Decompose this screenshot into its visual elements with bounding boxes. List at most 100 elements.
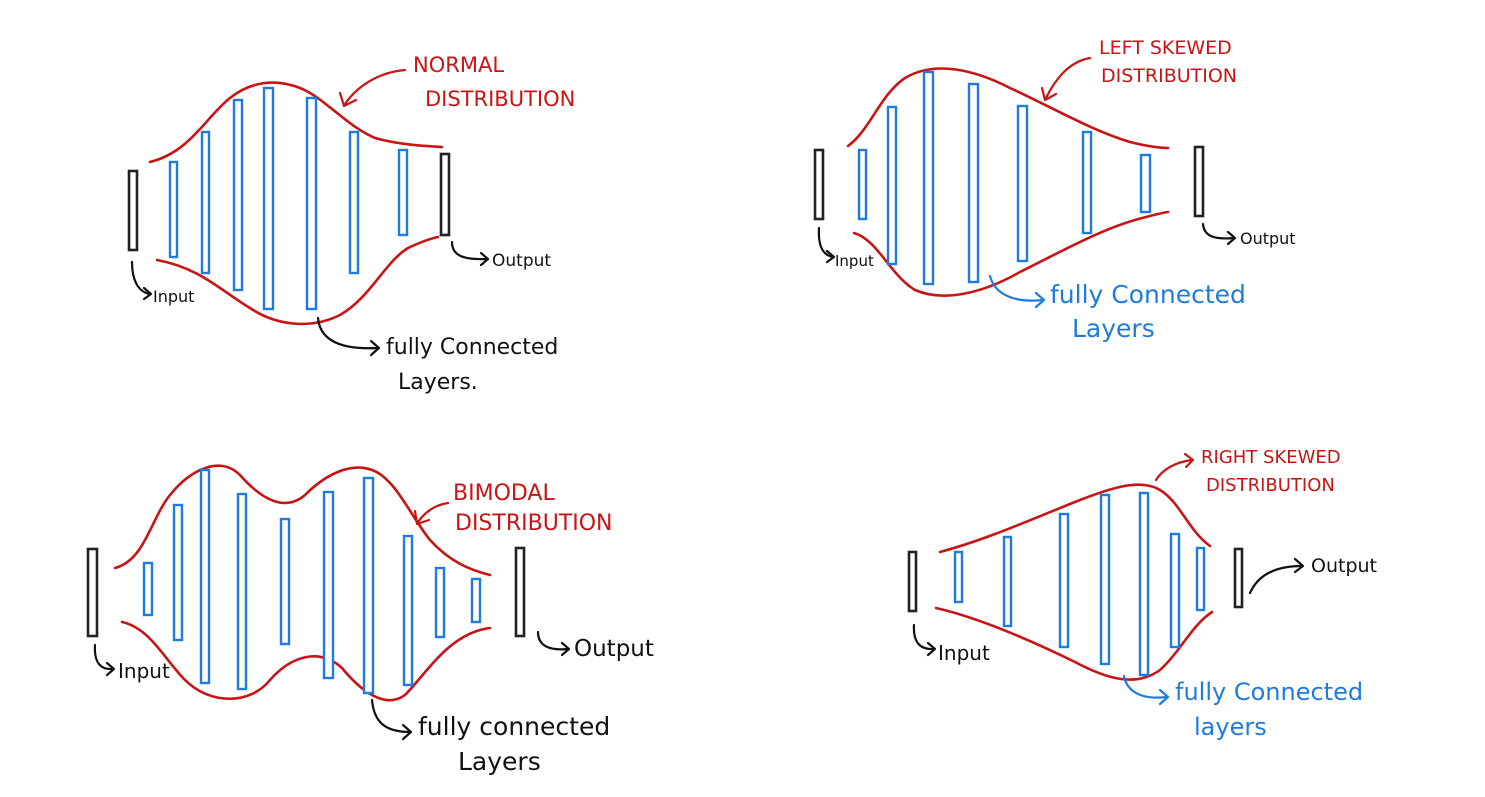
normal-layer-6	[348, 130, 360, 275]
bimodal-input-label: Input	[118, 659, 170, 683]
normal-layer-1	[168, 160, 179, 259]
bimodal-layers-label-line2: Layers	[458, 747, 541, 776]
normal-title-line1: NORMAL	[413, 53, 504, 77]
bimodal-layers-arrow	[370, 698, 412, 734]
left-skewed-layer-5	[1016, 104, 1029, 263]
right-skewed-output-block	[1233, 547, 1244, 609]
right-skewed-input-arrow	[912, 623, 936, 651]
left-skewed-input-arrow	[817, 226, 835, 259]
right-skewed-output-arrowhead	[1293, 557, 1305, 574]
bimodal-layers-arrowhead	[401, 723, 413, 741]
left-skewed-output-label: Output	[1240, 229, 1296, 248]
bimodal-layer-4	[236, 492, 248, 691]
bimodal-layer-6	[322, 490, 335, 680]
normal-envelope-top	[148, 81, 444, 164]
bimodal-input-arrowhead	[105, 661, 116, 677]
left-skewed-layers-arrowhead	[1034, 291, 1046, 309]
bimodal-title-arrow	[416, 501, 450, 524]
left-skewed-layers-label-line1: fully Connected	[1050, 280, 1246, 309]
right-skewed-envelope-bottom	[934, 606, 1214, 681]
normal-input-arrowhead	[142, 286, 153, 301]
left-skewed-layers-arrow	[988, 274, 1045, 302]
left-skewed-input-block	[813, 148, 825, 221]
right-skewed-envelope-top	[938, 483, 1212, 554]
normal-output-arrowhead	[479, 251, 490, 267]
left-skewed-output-arrowhead	[1226, 230, 1237, 246]
bimodal-layer-5	[279, 517, 291, 646]
bimodal-distribution-diagram: BIMODAL DISTRIBUTION Input Output fully …	[86, 464, 654, 776]
right-skewed-layers-label-line1: fully Connected	[1175, 678, 1363, 706]
left-skewed-distribution-diagram: LEFT SKEWED DISTRIBUTION Input Output fu…	[813, 37, 1296, 343]
left-skewed-layer-6	[1081, 130, 1093, 235]
right-skewed-layers-label-line2: layers	[1194, 713, 1267, 741]
normal-input-label: Input	[153, 287, 194, 306]
right-skewed-layer-2	[1002, 535, 1013, 628]
bimodal-input-arrow	[93, 643, 115, 671]
normal-title-arrowhead	[338, 91, 358, 108]
right-skewed-layer-5	[1138, 491, 1150, 677]
normal-output-block	[439, 152, 451, 237]
right-skewed-title-line1: RIGHT SKEWED	[1201, 447, 1341, 468]
right-skewed-layers-arrowhead	[1158, 688, 1170, 706]
right-skewed-distribution-diagram: RIGHT SKEWED DISTRIBUTION Input Output f…	[907, 447, 1377, 741]
right-skewed-layer-3	[1058, 512, 1070, 649]
bimodal-output-arrowhead	[560, 641, 571, 657]
left-skewed-output-arrow	[1201, 222, 1236, 240]
bimodal-title-line2: DISTRIBUTION	[455, 511, 613, 536]
bimodal-layers-label-line1: fully connected	[418, 712, 610, 741]
normal-output-label: Output	[492, 251, 551, 271]
right-skewed-layer-6	[1169, 532, 1181, 649]
left-skewed-envelope-bottom	[852, 210, 1170, 297]
bimodal-layer-7	[362, 476, 375, 695]
bimodal-input-block	[86, 547, 99, 638]
left-skewed-layer-4	[967, 82, 980, 284]
bimodal-output-label: Output	[574, 636, 654, 662]
normal-title-line2: DISTRIBUTION	[425, 87, 575, 111]
left-skewed-layers-label-line2: Layers	[1072, 314, 1155, 343]
bimodal-layer-2	[172, 503, 184, 642]
left-skewed-layer-1	[857, 148, 868, 221]
right-skewed-layer-1	[953, 550, 964, 604]
right-skewed-output-arrow	[1248, 564, 1304, 595]
normal-layer-7	[397, 148, 409, 237]
normal-layers-label-line2: Layers.	[398, 370, 478, 395]
normal-output-arrow	[450, 240, 489, 261]
right-skewed-input-block	[907, 550, 918, 613]
normal-title-arrow	[343, 68, 407, 106]
right-skewed-output-label: Output	[1311, 555, 1377, 577]
normal-input-arrow	[130, 260, 152, 296]
left-skewed-layer-2	[886, 105, 898, 266]
bimodal-output-block	[514, 546, 526, 638]
normal-distribution-diagram: NORMAL DISTRIBUTION Input Output fully C…	[127, 53, 575, 395]
bimodal-envelope-top	[113, 464, 492, 577]
bimodal-output-arrow	[536, 630, 570, 651]
normal-layers-label-line1: fully Connected	[386, 335, 558, 360]
left-skewed-title-line1: LEFT SKEWED	[1099, 37, 1232, 59]
right-skewed-input-label: Input	[938, 641, 990, 665]
right-skewed-layer-4	[1099, 493, 1111, 666]
left-skewed-input-label: Input	[835, 252, 874, 270]
left-skewed-layer-3	[922, 70, 935, 286]
normal-layer-2	[200, 130, 211, 275]
right-skewed-input-arrowhead	[926, 641, 937, 657]
bimodal-layer-10	[470, 577, 482, 624]
left-skewed-title-arrowhead	[1040, 86, 1058, 102]
bimodal-layer-8	[402, 534, 414, 687]
left-skewed-layer-7	[1139, 153, 1152, 214]
left-skewed-title-line2: DISTRIBUTION	[1101, 65, 1237, 87]
right-skewed-title-arrowhead	[1183, 452, 1195, 469]
right-skewed-layers-arrow	[1122, 674, 1169, 699]
left-skewed-input-arrowhead	[825, 249, 836, 264]
normal-layer-3	[232, 98, 244, 292]
bimodal-title-arrowhead	[413, 509, 431, 526]
right-skewed-layer-7	[1195, 546, 1206, 612]
normal-input-block	[127, 169, 139, 252]
right-skewed-title-arrow	[1154, 458, 1194, 482]
bimodal-layer-3	[199, 468, 211, 685]
bimodal-layer-1	[142, 561, 154, 617]
normal-layers-arrow	[316, 316, 380, 350]
right-skewed-title-line2: DISTRIBUTION	[1206, 475, 1335, 496]
left-skewed-title-arrow	[1044, 56, 1092, 100]
normal-envelope-bottom	[155, 235, 440, 326]
